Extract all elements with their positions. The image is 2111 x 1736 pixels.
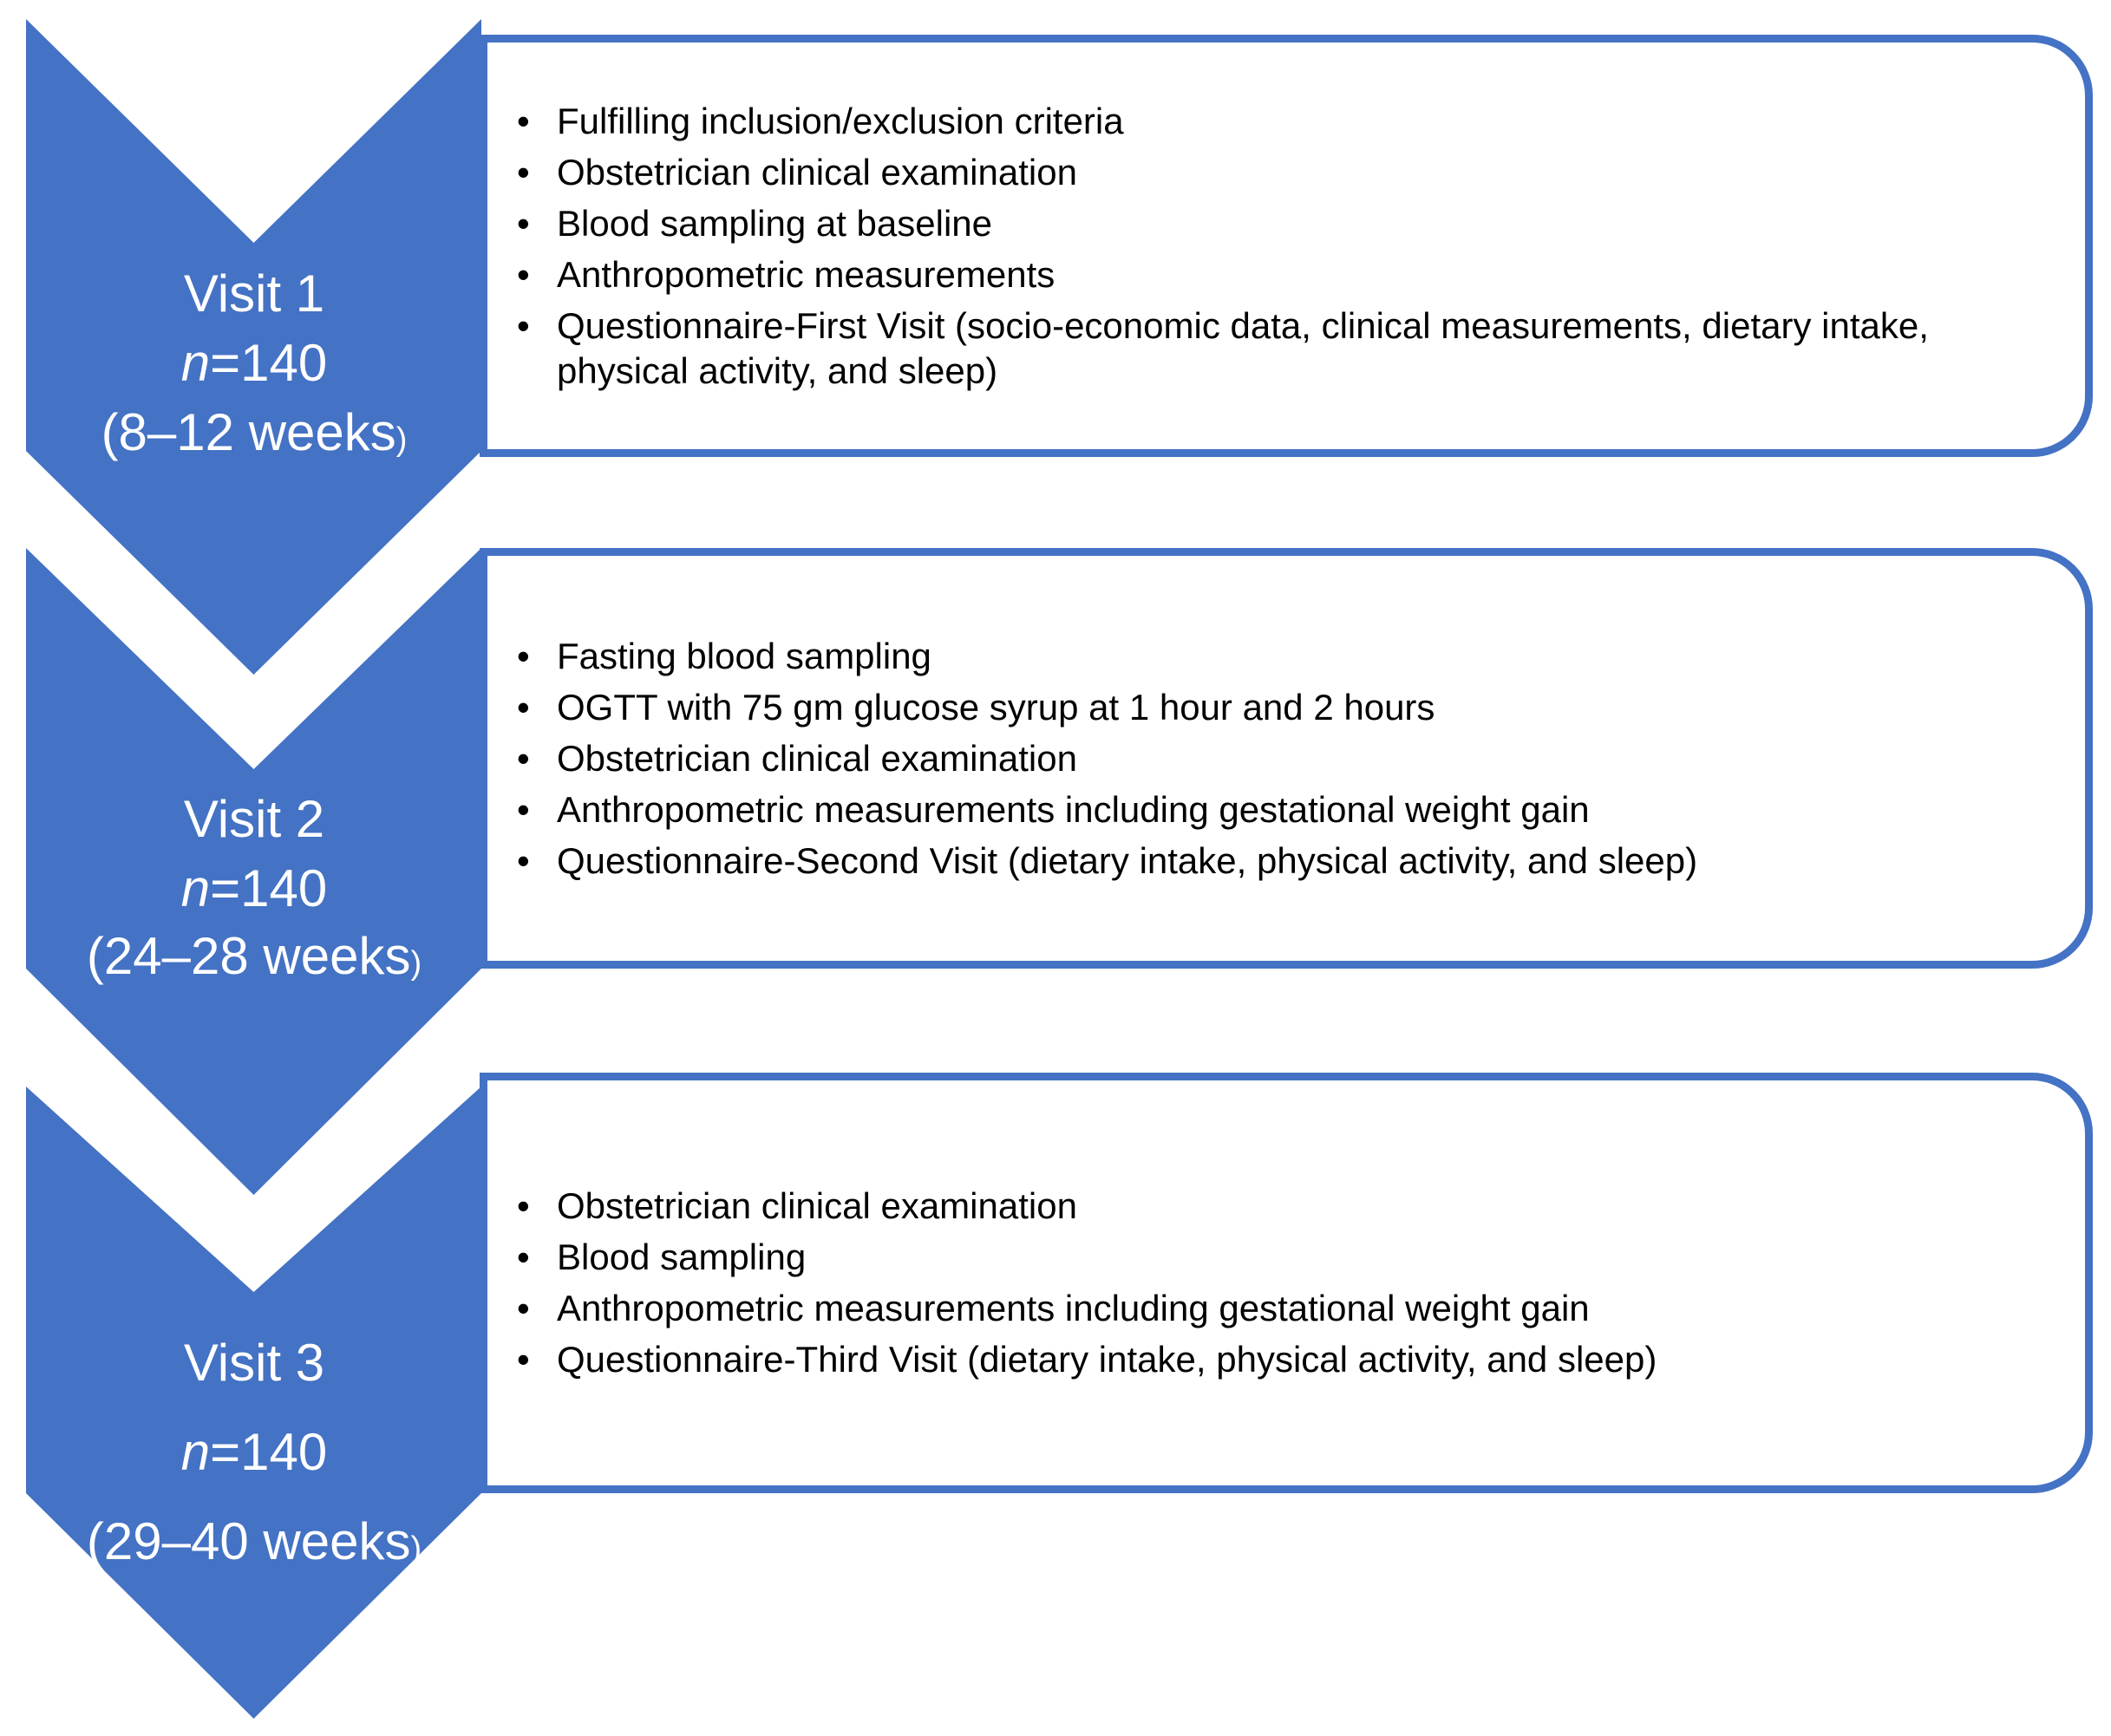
visit-3-chevron-shape (26, 1087, 481, 1719)
list-item: • Blood sampling at baseline (512, 201, 2033, 246)
visit-1-weeks-text: (8–12 weeks (101, 403, 396, 461)
list-item: • Questionnaire-Third Visit (dietary inta… (512, 1337, 2033, 1382)
bullet-icon: • (517, 737, 530, 779)
visit-2-weeks-close-paren: ) (410, 945, 422, 982)
visit-3-n-value: =140 (210, 1423, 328, 1481)
list-item: • Obstetrician clinical examination (512, 150, 2033, 195)
visit-1-n-symbol: n (180, 334, 211, 392)
procedure-text: OGTT with 75 gm glucose syrup at 1 hour … (557, 686, 1435, 728)
list-item: • Blood sampling (512, 1235, 2033, 1280)
list-item: • Anthropometric measurements (512, 252, 2033, 297)
visit-2-procedures-list: • Fasting blood sampling • OGTT with 75 gm… (512, 628, 2033, 890)
bullet-icon: • (517, 1339, 530, 1380)
visit-3-title: Visit 3 (183, 1334, 325, 1392)
list-item: • Anthropometric measurements including g… (512, 1286, 2033, 1331)
visit-1-title: Visit 1 (183, 264, 325, 323)
bullet-icon: • (517, 151, 530, 193)
bullet-icon: • (517, 1288, 530, 1328)
visit-1-procedures-box: • Fulfilling inclusion/exclusion criteria… (480, 35, 2093, 457)
bullet-icon: • (517, 1185, 530, 1226)
list-item: • Fulfilling inclusion/exclusion criteria (512, 99, 2033, 144)
procedure-text: Questionnaire-Third Visit (dietary intak… (557, 1339, 1657, 1380)
visit-2-n-symbol: n (180, 859, 211, 917)
procedure-text: Questionnaire-First Visit (socio-economi… (557, 304, 1929, 391)
list-item: • Questionnaire-Second Visit (dietary int… (512, 839, 2033, 884)
list-item: • Fasting blood sampling (512, 634, 2033, 679)
visit-2-procedures-box: • Fasting blood sampling • OGTT with 75 gm… (480, 548, 2093, 969)
visit-1-chevron-shape (26, 19, 481, 675)
bullet-icon: • (517, 253, 530, 295)
procedure-text: Anthropometric measurements including ge… (557, 1288, 1590, 1328)
visit-2-chevron-shape (26, 548, 481, 1195)
procedure-text: Obstetrician clinical examination (557, 737, 1077, 779)
bullet-icon: • (517, 635, 530, 676)
visit-3-n-symbol: n (180, 1423, 211, 1481)
bullet-icon: • (517, 1237, 530, 1277)
list-item: • Anthropometric measurements including g… (512, 787, 2033, 832)
visit-2-sample-size: n=140 (181, 863, 328, 915)
list-item: • Obstetrician clinical examination (512, 736, 2033, 781)
list-item: • Obstetrician clinical examination (512, 1184, 2033, 1229)
bullet-icon: • (517, 304, 530, 346)
visit-3-procedures-list: • Obstetrician clinical examination • Bloo… (512, 1178, 2033, 1388)
procedure-text: Blood sampling (557, 1237, 807, 1277)
procedure-text: Fulfilling inclusion/exclusion criteria (557, 100, 1124, 141)
visit-3-sample-size: n=140 (181, 1426, 328, 1478)
bullet-icon: • (517, 202, 530, 244)
visit-2-weeks-range: (24–28 weeks) (87, 930, 422, 982)
visit-1-weeks-range: (8–12 weeks) (101, 407, 408, 459)
visit-3-weeks-range: (29–40 weeks) (87, 1516, 422, 1568)
bullet-icon: • (517, 839, 530, 881)
visit-1-procedures-list: • Fulfilling inclusion/exclusion criteria… (512, 93, 2033, 400)
visit-1-weeks-close-paren: ) (395, 421, 408, 458)
bullet-icon: • (517, 100, 530, 141)
visit-2-n-value: =140 (210, 859, 328, 917)
visit-3-weeks-close-paren: ) (410, 1530, 422, 1567)
procedure-text: Fasting blood sampling (557, 635, 931, 676)
visit-3-procedures-box: • Obstetrician clinical examination • Bloo… (480, 1073, 2093, 1493)
procedure-text: Obstetrician clinical examination (557, 1185, 1077, 1226)
procedure-text: Blood sampling at baseline (557, 202, 992, 244)
visit-3-weeks-text: (29–40 weeks (86, 1512, 411, 1570)
procedure-text: Anthropometric measurements including ge… (557, 788, 1590, 830)
visit-2-weeks-text: (24–28 weeks (86, 927, 411, 985)
list-item: • Questionnaire-First Visit (socio-econom… (512, 303, 2033, 394)
bullet-icon: • (517, 686, 530, 728)
list-item: • OGTT with 75 gm glucose syrup at 1 hour… (512, 685, 2033, 730)
bullet-icon: • (517, 788, 530, 830)
visit-2-title: Visit 2 (183, 790, 325, 848)
procedure-text: Questionnaire-Second Visit (dietary inta… (557, 839, 1698, 881)
procedure-text: Anthropometric measurements (557, 253, 1056, 295)
visit-1-n-value: =140 (210, 334, 328, 392)
procedure-text: Obstetrician clinical examination (557, 151, 1077, 193)
visit-1-sample-size: n=140 (181, 337, 328, 389)
